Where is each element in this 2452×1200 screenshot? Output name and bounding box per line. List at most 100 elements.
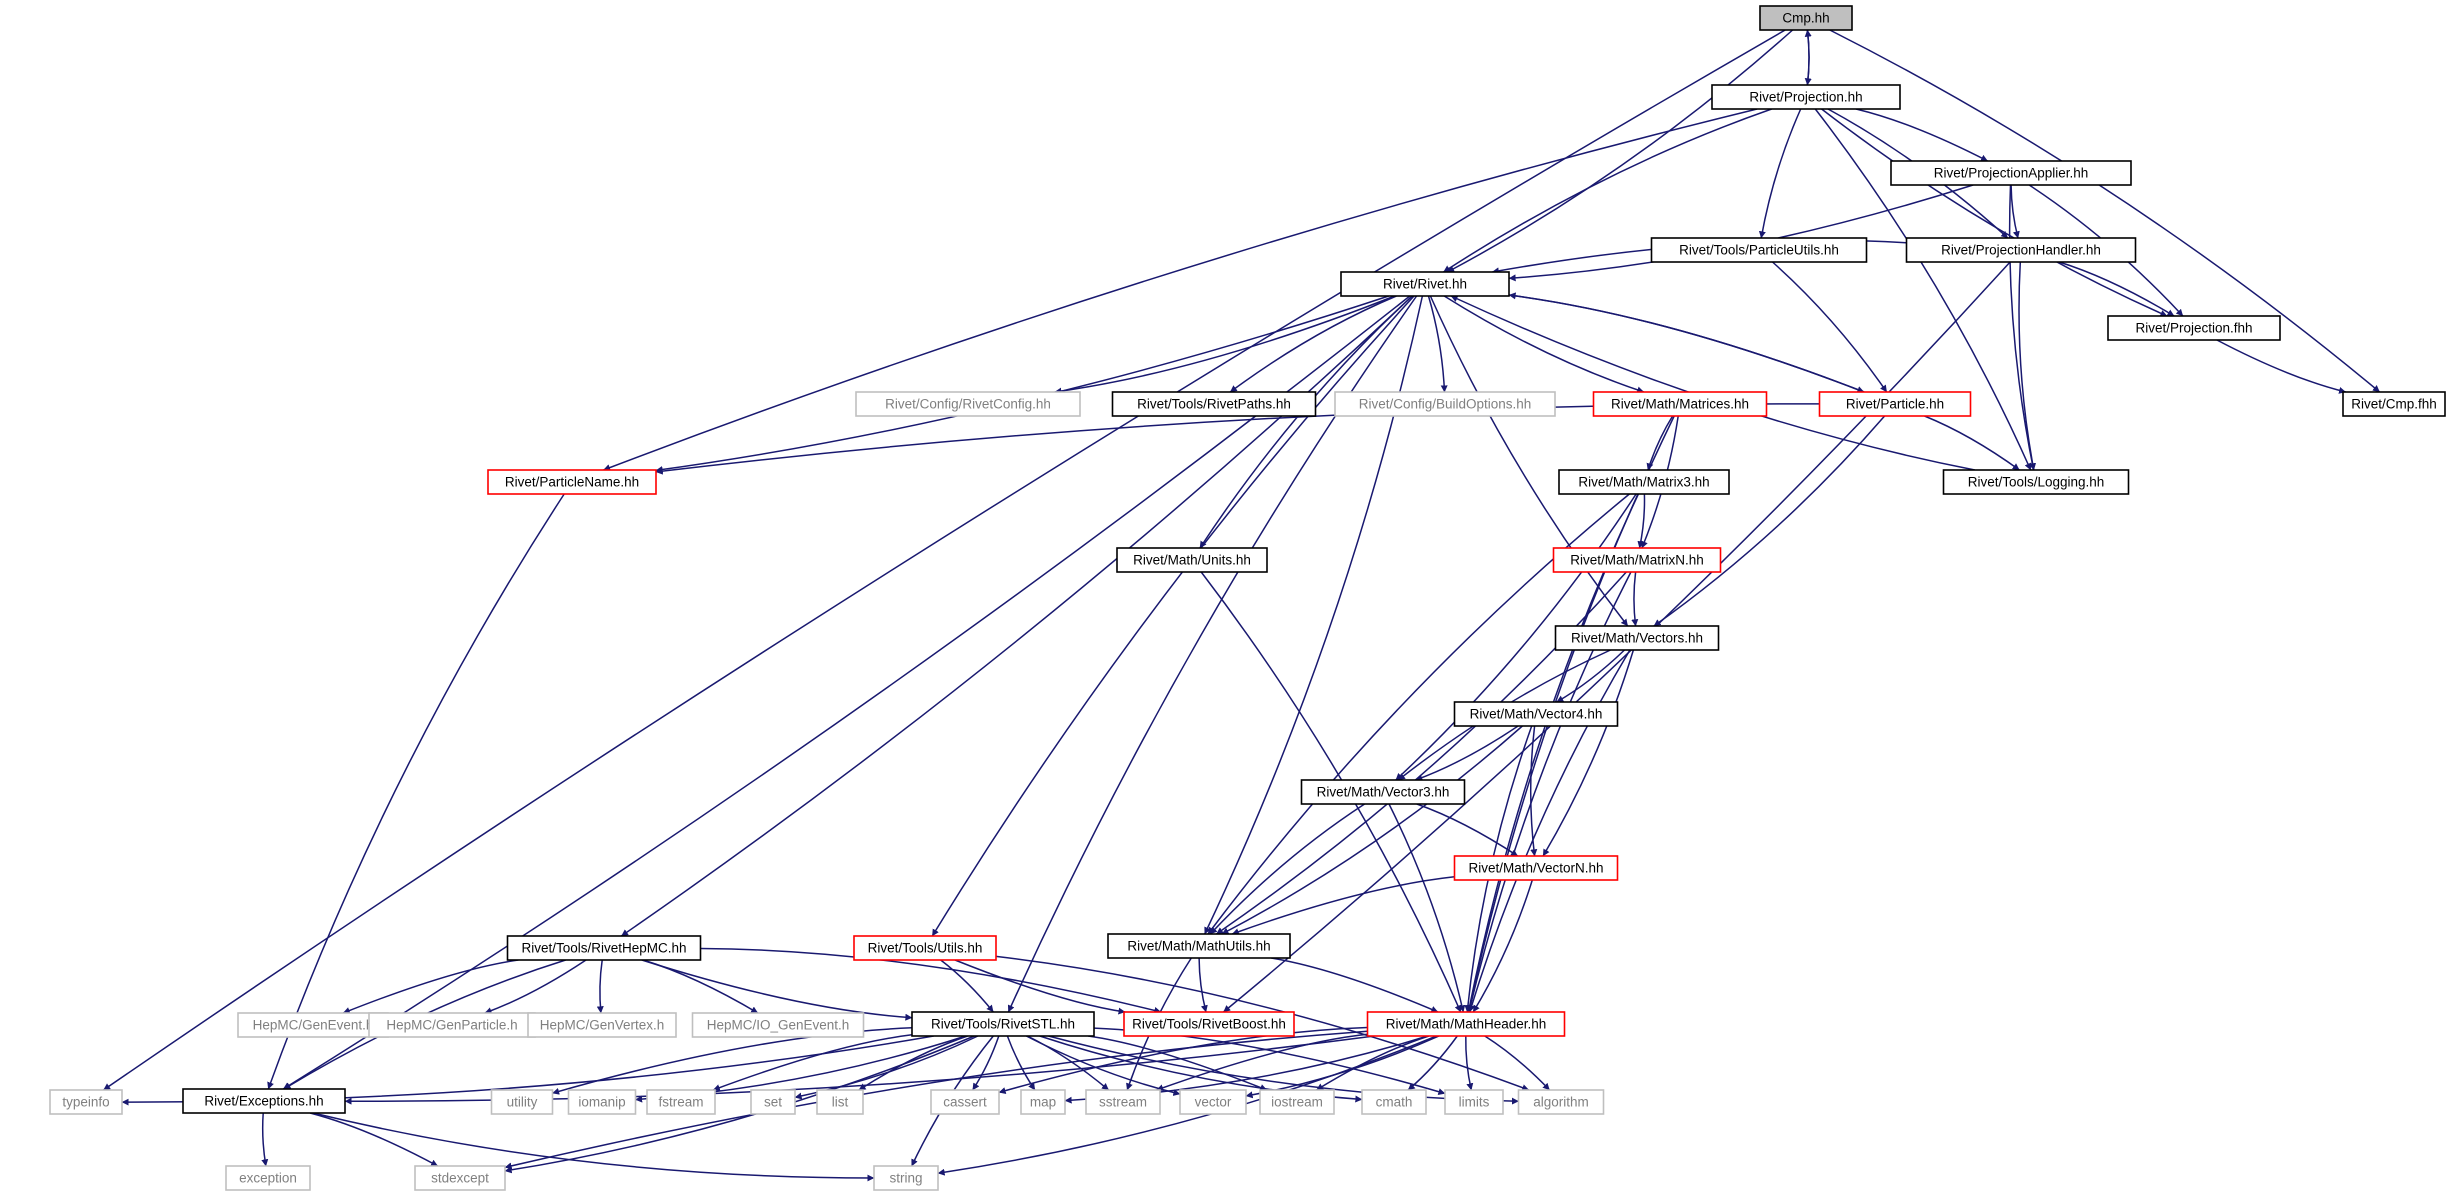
- node-vector4-hh[interactable]: Rivet/Math/Vector4.hh: [1453, 701, 1619, 727]
- node-label: Rivet/Config/BuildOptions.hh: [1359, 397, 1532, 412]
- node-label: map: [1030, 1095, 1056, 1110]
- edge-vectorn_hh-to-mathutils_hh: [1231, 876, 1455, 936]
- node-box: [1942, 469, 2130, 495]
- node-box: [691, 1012, 865, 1038]
- edge-rivet_hh-to-rivetconfig_hh: [1054, 295, 1395, 395]
- edge-rivet_hh-to-particlename_hh: [655, 295, 1389, 473]
- edge-matrix3_hh-to-vector3_hh: [1395, 493, 1637, 781]
- node-rivetboost-hh[interactable]: Rivet/Tools/RivetBoost.hh: [1123, 1011, 1295, 1037]
- node-map: map: [1020, 1089, 1066, 1115]
- edge-exceptions_hh-to-exception: [261, 1112, 269, 1167]
- node-projectionhandler-hh[interactable]: Rivet/ProjectionHandler.hh: [1905, 237, 2137, 263]
- node-box: [1890, 160, 2132, 186]
- node-box: [1592, 391, 1768, 417]
- node-box: [1552, 547, 1722, 573]
- node-label: Rivet/Rivet.hh: [1383, 277, 1467, 292]
- node-box: [1517, 1089, 1605, 1115]
- node-box: [930, 1089, 1000, 1115]
- edge-rivethepmc_hh-to-io_genevent_h: [642, 959, 759, 1014]
- node-box: [414, 1165, 506, 1191]
- node-logging-hh[interactable]: Rivet/Tools/Logging.hh: [1942, 469, 2130, 495]
- node-label: Cmp.hh: [1782, 11, 1829, 26]
- edge-utils_hh-to-rivetstl_hh: [940, 959, 994, 1013]
- edge-particle_hh-to-vectors_hh: [1653, 415, 1886, 627]
- node-label: Rivet/Math/Vectors.hh: [1571, 631, 1703, 646]
- edge-rivetstl_hh-to-fstream: [712, 1034, 913, 1091]
- node-label: HepMC/IO_GenEvent.h: [707, 1018, 850, 1033]
- node-box: [1361, 1089, 1427, 1115]
- edge-vector3_hh-to-mathutils_hh: [1209, 803, 1366, 935]
- node-label: Rivet/Tools/Utils.hh: [868, 941, 983, 956]
- node-label: Rivet/Tools/Logging.hh: [1968, 475, 2105, 490]
- node-box: [1453, 855, 1619, 881]
- node-label: Rivet/ProjectionHandler.hh: [1941, 243, 2101, 258]
- node-label: Rivet/Particle.hh: [1846, 397, 1944, 412]
- node-label: iomanip: [578, 1095, 625, 1110]
- node-cmp-fhh[interactable]: Rivet/Cmp.fhh: [2342, 391, 2446, 417]
- node-vectorn-hh[interactable]: Rivet/Math/VectorN.hh: [1453, 855, 1619, 881]
- edge-rivetstl_hh-to-cassert: [972, 1035, 1000, 1091]
- edge-rivet_hh-to-exceptions_hh: [282, 295, 1411, 1090]
- node-label: HepMC/GenParticle.h: [386, 1018, 517, 1033]
- node-box: [1818, 391, 1972, 417]
- edge-projectionapplier_hh-to-logging_hh: [2008, 184, 2036, 471]
- node-box: [1107, 933, 1291, 959]
- edge-utils_hh-to-algorithm: [995, 955, 1530, 1091]
- edge-matrices_hh-to-matrix3_hh: [1646, 415, 1674, 471]
- node-list: list: [816, 1089, 864, 1115]
- node-label: Rivet/ProjectionApplier.hh: [1934, 166, 2089, 181]
- node-cmp-hh[interactable]: Cmp.hh: [1759, 5, 1853, 31]
- node-box: [1085, 1089, 1161, 1115]
- node-exceptions-hh[interactable]: Rivet/Exceptions.hh: [182, 1088, 346, 1114]
- node-utils-hh[interactable]: Rivet/Tools/Utils.hh: [853, 935, 997, 961]
- edge-particle_hh-to-rivet_hh: [1508, 292, 1865, 393]
- node-particlename-hh[interactable]: Rivet/ParticleName.hh: [487, 469, 657, 495]
- node-vector3-hh[interactable]: Rivet/Math/Vector3.hh: [1300, 779, 1466, 805]
- edge-rivethepmc_hh-to-genparticle_h: [484, 959, 587, 1015]
- node-genparticle-h: HepMC/GenParticle.h: [368, 1012, 536, 1038]
- edge-rivethepmc_hh-to-genevent_h: [342, 959, 519, 1014]
- node-projectionapplier-hh[interactable]: Rivet/ProjectionApplier.hh: [1890, 160, 2132, 186]
- node-limits: limits: [1444, 1089, 1504, 1115]
- node-label: set: [764, 1095, 782, 1110]
- node-rivet-hh[interactable]: Rivet/Rivet.hh: [1340, 271, 1510, 297]
- node-label: Rivet/Tools/RivetSTL.hh: [931, 1017, 1075, 1032]
- node-rivetpaths-hh[interactable]: Rivet/Tools/RivetPaths.hh: [1111, 391, 1317, 417]
- edge-vectors_hh-to-mathheader_hh: [1468, 649, 1631, 1013]
- edge-mathheader_hh-to-iostream: [1316, 1035, 1430, 1091]
- edge-projectionhandler_hh-to-logging_hh: [2018, 261, 2037, 471]
- node-set: set: [750, 1089, 796, 1115]
- node-label: fstream: [658, 1095, 703, 1110]
- node-label: vector: [1195, 1095, 1232, 1110]
- node-box: [853, 935, 997, 961]
- edge-rivethepmc_hh-to-rivetstl_hh: [641, 959, 913, 1021]
- node-matrix3-hh[interactable]: Rivet/Math/Matrix3.hh: [1558, 469, 1730, 495]
- node-box: [487, 469, 657, 495]
- node-box: [911, 1011, 1095, 1037]
- node-label: utility: [507, 1095, 538, 1110]
- node-utility: utility: [490, 1089, 554, 1115]
- node-label: HepMC/GenEvent.h: [253, 1018, 374, 1033]
- node-projection-fhh[interactable]: Rivet/Projection.fhh: [2107, 315, 2281, 341]
- edge-particle_hh-to-logging_hh: [1924, 415, 2020, 471]
- node-rivetstl-hh[interactable]: Rivet/Tools/RivetSTL.hh: [911, 1011, 1095, 1037]
- edge-vector4_hh-to-mathutils_hh: [1221, 725, 1523, 935]
- node-matrixn-hh[interactable]: Rivet/Math/MatrixN.hh: [1552, 547, 1722, 573]
- node-projection-hh[interactable]: Rivet/Projection.hh: [1711, 84, 1901, 110]
- node-mathheader-hh[interactable]: Rivet/Math/MathHeader.hh: [1366, 1011, 1566, 1037]
- node-mathutils-hh[interactable]: Rivet/Math/MathUtils.hh: [1107, 933, 1291, 959]
- node-box: [2107, 315, 2281, 341]
- node-particle-hh[interactable]: Rivet/Particle.hh: [1818, 391, 1972, 417]
- node-units-hh[interactable]: Rivet/Math/Units.hh: [1116, 547, 1268, 573]
- edge-mathheader_hh-to-cmath: [1407, 1035, 1458, 1091]
- node-rivethepmc-hh[interactable]: Rivet/Tools/RivetHepMC.hh: [506, 935, 702, 961]
- edge-vectorn_hh-to-mathheader_hh: [1472, 879, 1534, 1013]
- node-matrices-hh[interactable]: Rivet/Math/Matrices.hh: [1592, 391, 1768, 417]
- edge-mathheader_hh-to-string: [937, 1035, 1437, 1176]
- node-vectors-hh[interactable]: Rivet/Math/Vectors.hh: [1554, 625, 1720, 651]
- edge-rivet_hh-to-particle_hh: [1508, 294, 1865, 393]
- node-particleutils-hh[interactable]: Rivet/Tools/ParticleUtils.hh: [1650, 237, 1868, 263]
- node-box: [1111, 391, 1317, 417]
- edge-vectors_hh-to-vector4_hh: [1556, 649, 1626, 703]
- edge-projectionhandler_hh-to-projection_fhh: [2058, 261, 2175, 317]
